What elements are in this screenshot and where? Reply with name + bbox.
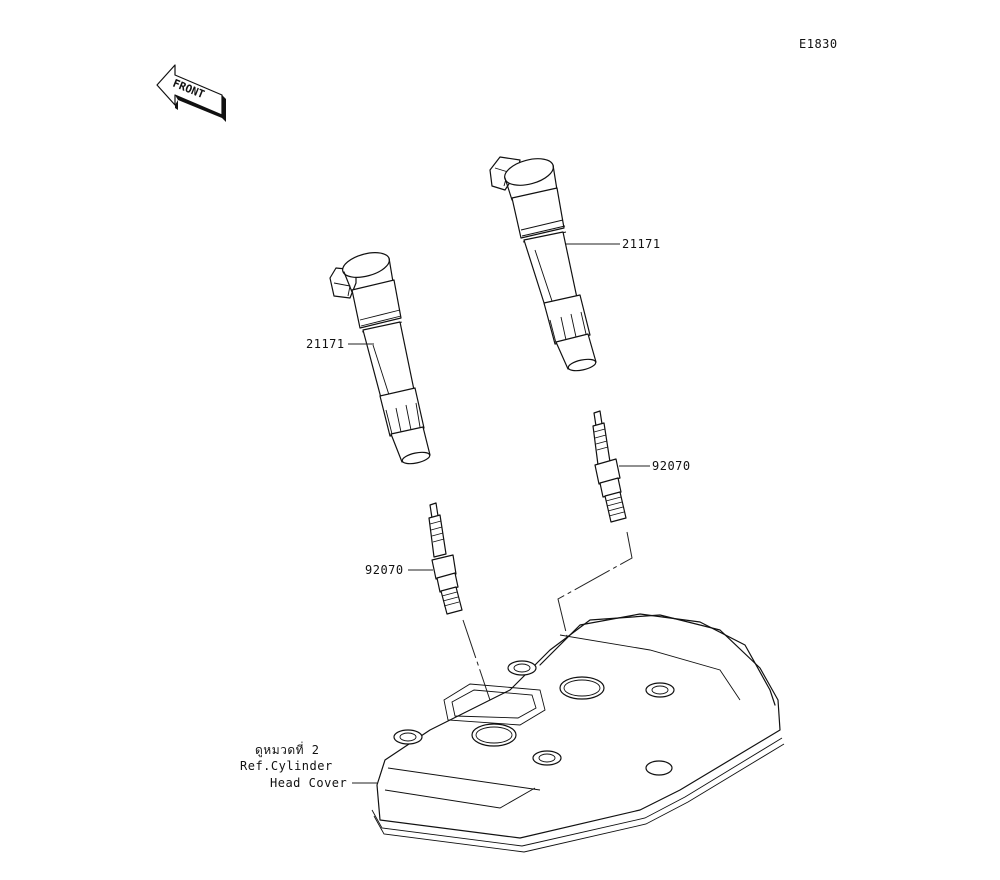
spark-plug-rear[interactable]: [592, 410, 627, 523]
front-arrow-icon: FRONT: [156, 64, 226, 122]
diagram-code: E1830: [799, 37, 838, 51]
reference-line2: Ref.Cylinder: [240, 759, 333, 773]
bolt-boss: [507, 660, 537, 676]
part-label-coil-front[interactable]: 21171: [306, 337, 345, 351]
plug-hole-rear: [559, 676, 605, 700]
plug-hole-front: [471, 723, 517, 747]
cylinder-head-cover[interactable]: [371, 613, 785, 853]
reference-line1: ดูหมวดที่ 2: [255, 743, 320, 757]
reference-line3: Head Cover: [270, 776, 348, 790]
part-label-plug-rear[interactable]: 92070: [652, 459, 691, 473]
ignition-coil-front[interactable]: [329, 248, 431, 466]
spark-plug-front[interactable]: [428, 502, 463, 615]
part-label-coil-rear[interactable]: 21171: [622, 237, 661, 251]
ignition-coil-rear[interactable]: [489, 154, 597, 373]
part-label-plug-front[interactable]: 92070: [365, 563, 404, 577]
